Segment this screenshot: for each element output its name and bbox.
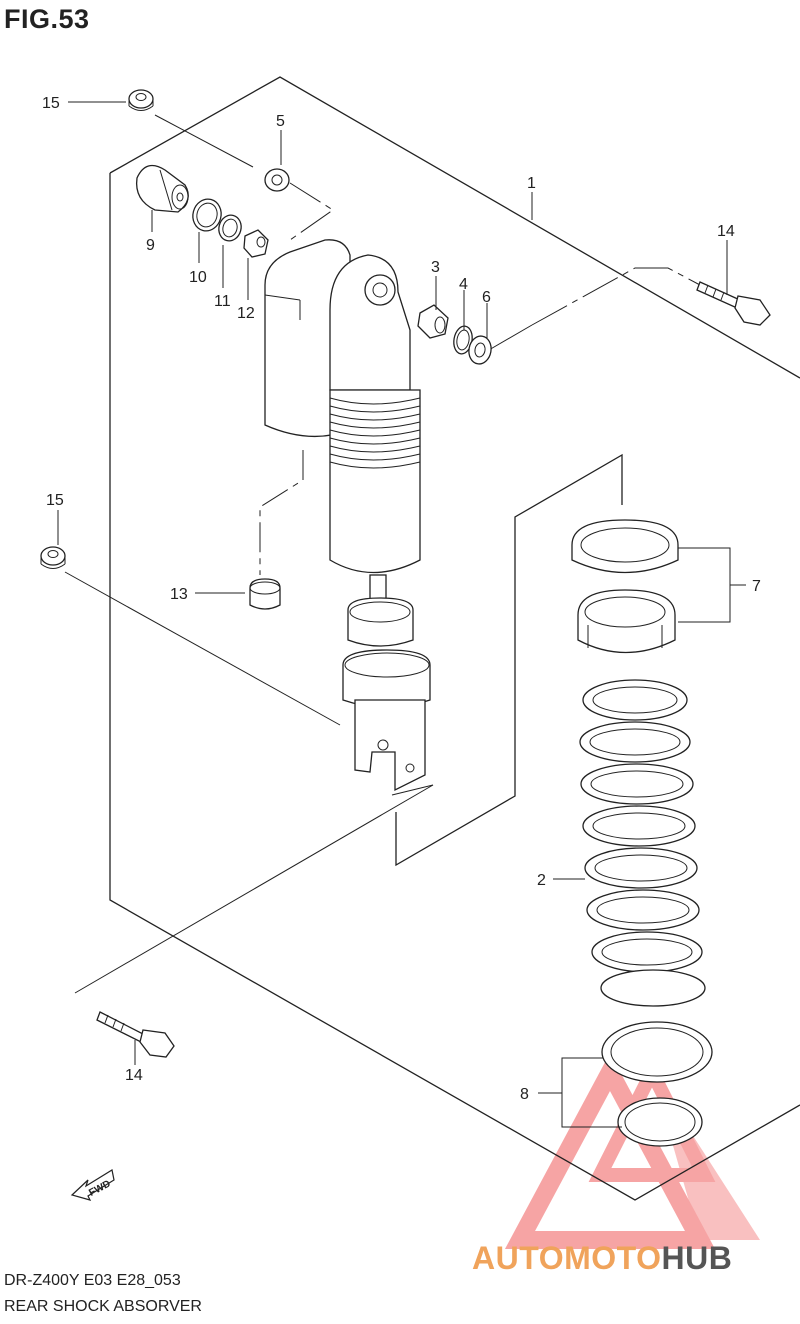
nut-15-top (128, 89, 154, 111)
callout-1: 1 (527, 175, 536, 192)
callout-4: 4 (459, 276, 468, 293)
watermark-brand: AUTOMOTOHUB (472, 1240, 733, 1276)
bolt-14-top (696, 281, 771, 326)
callout-7: 7 (752, 578, 761, 595)
callout-9: 9 (146, 237, 155, 254)
callout-3: 3 (431, 259, 440, 276)
spring-seat-8 (601, 1021, 713, 1147)
part-name: REAR SHOCK ABSORVER (4, 1298, 202, 1315)
collar-3 (417, 304, 449, 339)
bolt-14-bottom (96, 1011, 175, 1058)
callout-13: 13 (170, 586, 188, 603)
figure-title: FIG.53 (4, 4, 90, 34)
reservoir (264, 239, 351, 438)
callout-14-bottom: 14 (125, 1067, 143, 1084)
washer-6 (468, 335, 492, 365)
callout-15-top: 15 (42, 95, 60, 112)
bushing-9 (135, 164, 189, 213)
watermark-logo (504, 1052, 760, 1249)
leader-lines (64, 114, 701, 994)
o-ring-11 (218, 214, 242, 242)
nut-15-mid (40, 546, 66, 569)
callout-10: 10 (189, 269, 207, 286)
callout-2: 2 (537, 872, 546, 889)
model-code: DR-Z400Y E03 E28_053 (4, 1272, 181, 1289)
o-ring-10 (192, 198, 222, 232)
assembly-frame (109, 76, 800, 1201)
callout-6: 6 (482, 289, 491, 306)
washer-5 (264, 168, 290, 192)
callout-8: 8 (520, 1086, 529, 1103)
cap-13 (249, 578, 281, 610)
callout-15-mid: 15 (46, 492, 64, 509)
callout-14-top: 14 (717, 223, 735, 240)
callout-11: 11 (214, 293, 231, 310)
coil-spring-2 (579, 679, 706, 1007)
collar-12 (243, 229, 269, 258)
fwd-arrow-icon: FWD (70, 1169, 115, 1201)
callout-12: 12 (237, 305, 255, 322)
callout-5: 5 (276, 113, 285, 130)
callout-leaders (57, 101, 746, 1128)
spring-adjuster-7 (571, 519, 679, 654)
shock-body (329, 254, 431, 792)
fwd-label: FWD (87, 1178, 112, 1198)
